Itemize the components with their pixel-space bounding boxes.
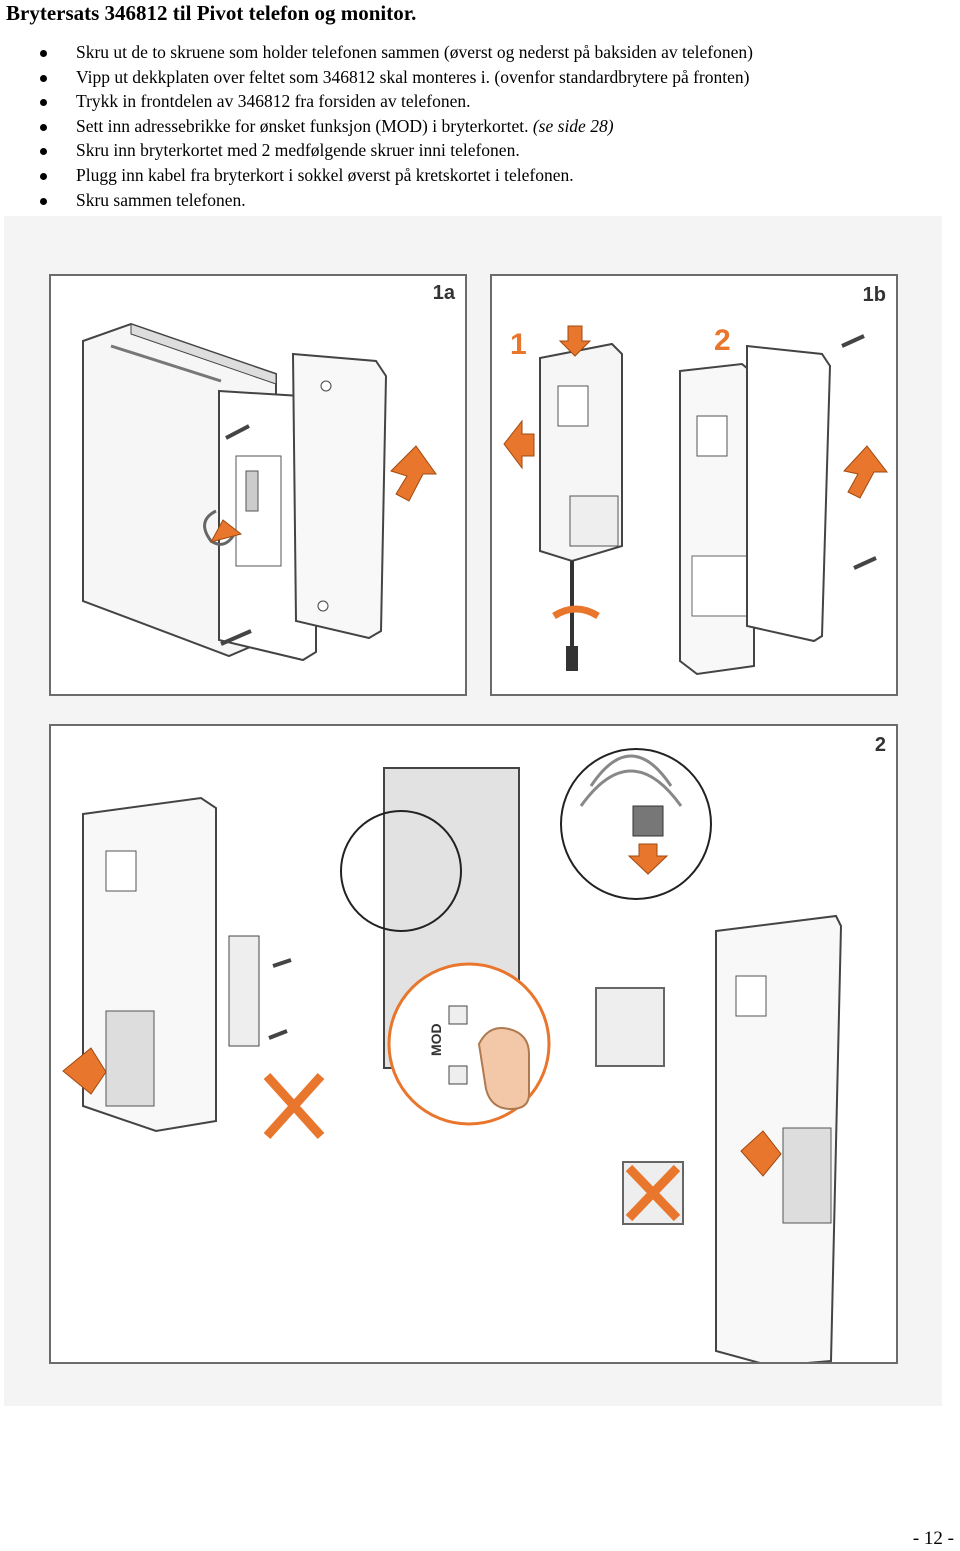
step-number-1: 1 <box>510 328 527 361</box>
screw-icon <box>841 334 865 348</box>
arrow-left-icon <box>210 519 243 543</box>
panel-2: 2 MOD <box>49 724 898 1368</box>
instruction-item: Sett inn adressebrikke for ønsket funksj… <box>0 114 753 139</box>
panel-label-2: 2 <box>874 734 886 756</box>
arrow-right-icon <box>843 445 889 499</box>
arrow-down-icon <box>558 325 592 357</box>
switch-board-installation-illustration: MOD <box>62 748 843 1368</box>
arrow-down-icon <box>627 843 669 875</box>
page-number: - 12 - <box>912 1528 954 1549</box>
instruction-item: Skru inn bryterkortet med 2 medfølgende … <box>0 138 753 163</box>
cross-out-icon <box>263 1072 325 1140</box>
instruction-item: Plugg inn kabel fra bryterkort i sokkel … <box>0 163 753 188</box>
bullet-icon <box>40 172 47 180</box>
bullet-icon <box>40 99 47 107</box>
cross-out-icon <box>625 1164 681 1222</box>
instruction-list: Skru ut de to skruene som holder telefon… <box>0 40 753 212</box>
bullet-icon <box>40 123 47 131</box>
screw-icon <box>853 556 877 570</box>
instruction-item: Vipp ut dekkplaten over feltet som 34681… <box>0 65 753 90</box>
instruction-item: Skru sammen telefonen. <box>0 188 753 213</box>
screw-icon <box>220 629 252 646</box>
rotate-arrow-icon <box>552 605 600 620</box>
phone-opening-illustration <box>503 325 889 676</box>
panel-1b: 1b 1 2 <box>490 274 898 696</box>
panel-1a: 1a <box>49 274 467 696</box>
bullet-icon <box>40 74 47 82</box>
arrow-right-icon <box>62 1047 107 1095</box>
screw-icon <box>268 1029 288 1040</box>
arrow-right-icon <box>740 1130 782 1177</box>
screw-icon <box>225 424 250 440</box>
step-number-2: 2 <box>714 324 731 357</box>
panel-label-1a: 1a <box>432 282 455 304</box>
arrow-left-icon <box>503 419 535 470</box>
phone-disassembly-illustration <box>82 322 437 662</box>
page-reference: (se side 28) <box>532 115 614 136</box>
panel-label-1b: 1b <box>862 284 886 306</box>
instruction-item: Skru ut de to skruene som holder telefon… <box>0 40 753 65</box>
mod-label: MOD <box>428 1023 444 1056</box>
arrow-right-icon <box>390 445 437 502</box>
page-title: Brytersats 346812 til Pivot telefon og m… <box>6 1 417 25</box>
bullet-icon <box>40 148 47 156</box>
illustration-area: 1a 1b 1 2 <box>4 216 942 1406</box>
bullet-icon <box>40 50 47 57</box>
screw-icon <box>272 958 292 968</box>
instruction-item: Trykk in frontdelen av 346812 fra forsid… <box>0 89 753 114</box>
bullet-icon <box>40 197 47 205</box>
